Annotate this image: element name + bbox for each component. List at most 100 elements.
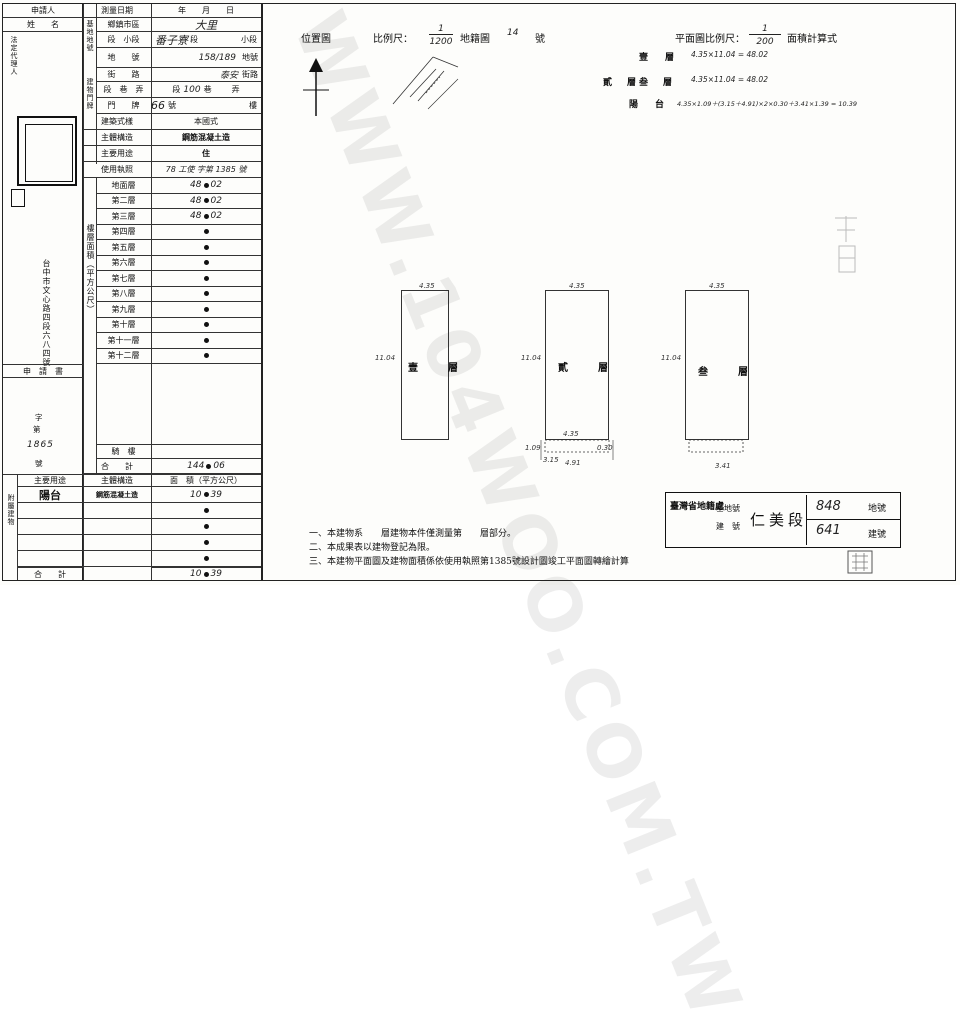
acc-area-label: 面 積（平方公尺） — [151, 474, 261, 487]
section-unit-b: 小段 — [241, 35, 257, 44]
area-group-label: 樓層面積（平方公尺） — [86, 224, 95, 314]
decimal-dot — [203, 540, 209, 545]
usage-label: 主要用途 — [83, 146, 151, 162]
small-seal — [11, 189, 25, 207]
balcony-dim: 4.91 — [565, 459, 581, 467]
title-block: 臺灣省地籍處 基地號 建 號 仁美段 848 地號 641 建號 — [665, 492, 901, 548]
floor-plan-3: 叁 層 — [685, 290, 749, 440]
calc2-value: 4.35×11.04 = 48.02 — [691, 75, 768, 84]
floor-area — [151, 287, 261, 302]
township-value: 大里 — [151, 18, 261, 32]
acc-usage — [17, 535, 83, 551]
decimal-dot — [203, 322, 209, 328]
floor-area — [151, 225, 261, 240]
note-1: 一、本建物系 層建物本件僅測量第 層部分。 — [309, 529, 517, 539]
total-dec: 06 — [213, 461, 225, 471]
floor-area-dec: 02 — [210, 211, 222, 222]
structure-label: 主體構造 — [83, 130, 151, 146]
floor-name: 第七層 — [96, 271, 151, 287]
floor-plan-2: 貳 層 — [545, 290, 609, 440]
balcony-dim: 0.30 — [597, 444, 613, 452]
acc-structure — [83, 535, 151, 551]
permit-value: 78 工使 字第 1385 號 — [151, 162, 261, 178]
floor-area-int: 48 — [190, 180, 202, 191]
usage-value: 住 — [151, 146, 261, 162]
floor-area — [151, 302, 261, 318]
door-unit-a: 號 — [168, 101, 176, 110]
cadastral-label: 地籍圖 — [460, 34, 490, 45]
decimal-dot — [203, 571, 209, 577]
floor-area: 48 02 — [151, 194, 261, 209]
survey-date-value: 年 月 日 — [151, 4, 261, 18]
registration-form: 申請人 姓 名 法定代理人 台中市文心路四段六八四號 申 請 書 字 第 186… — [2, 3, 262, 581]
street-label: 街 路 — [96, 68, 151, 82]
decimal-dot — [203, 291, 209, 297]
street-value: 泰安 — [219, 71, 238, 81]
decimal-dot — [203, 556, 209, 561]
decimal-dot — [203, 260, 209, 266]
balcony-dim: 4.35 — [563, 430, 579, 438]
arcade-value — [151, 444, 261, 459]
floor-name: 第十層 — [96, 318, 151, 333]
note-2: 二、本成果表以建物登記為限。 — [309, 543, 436, 553]
balcony-outline-3 — [688, 439, 744, 453]
acc-usage: 陽台 — [17, 487, 83, 503]
decimal-dot — [203, 508, 209, 513]
plan-scale-den: 200 — [756, 37, 774, 47]
decimal-dot — [203, 275, 209, 281]
lane-row: 段 100 巷 弄 — [151, 82, 261, 98]
applicant-address: 台中市文心路四段六八四號 — [42, 259, 51, 367]
acc-usage — [17, 519, 83, 535]
floor-area — [151, 333, 261, 349]
floor-area-int: 48 — [190, 195, 202, 206]
floor-area-dec: 02 — [210, 195, 222, 206]
decimal-dot — [203, 213, 209, 219]
plan-scale-num: 1 — [749, 24, 781, 35]
balcony-outline-2 — [540, 439, 614, 460]
plan-dim-top: 4.35 — [709, 282, 725, 290]
plan-label: 貳 層 — [558, 363, 618, 374]
floor-name: 第五層 — [96, 240, 151, 256]
floor-area — [151, 349, 261, 364]
plan-drawing: 位置圖 比例尺： 1 1200 地籍圖 14 號 平面圖比例尺： 1 200 面… — [262, 3, 956, 581]
decimal-dot — [203, 524, 209, 529]
balcony-dim: 3.41 — [715, 462, 731, 470]
floor-area-int: 48 — [190, 211, 202, 222]
location-label: 位置圖 — [301, 34, 331, 45]
lot-unit: 地號 — [242, 53, 258, 62]
acc-usage — [17, 503, 83, 519]
application-number: 1865 — [27, 440, 54, 450]
lane-unit-b: 巷 — [203, 85, 212, 94]
lane-label: 段 巷 弄 — [96, 82, 151, 98]
lot-value: 158/189 — [198, 52, 236, 63]
name-label: 姓 名 — [3, 18, 83, 32]
balcony-dim: 3.15 — [543, 456, 559, 464]
style-label: 建築式樣 — [83, 114, 151, 130]
scale-num: 1 — [429, 24, 453, 35]
decimal-dot — [203, 353, 209, 359]
lot-label: 地 號 — [96, 48, 151, 68]
plan-dim-side: 11.04 — [661, 354, 682, 362]
total-label: 合 計 — [83, 459, 151, 474]
plan-dim-side: 11.04 — [521, 354, 542, 362]
floor-area — [151, 318, 261, 333]
lane-value: 100 — [183, 84, 201, 95]
title-bldg-unit: 建號 — [868, 530, 887, 540]
applicant-column: 申請人 姓 名 法定代理人 台中市文心路四段六八四號 申 請 書 字 第 186… — [3, 4, 83, 580]
floor-area — [151, 256, 261, 271]
char-label: 字 — [35, 413, 44, 422]
title-bldg-label: 建 號 — [716, 522, 740, 531]
style-value: 本國式 — [151, 114, 261, 130]
door-row: 66 號 樓 — [151, 98, 261, 114]
street-unit: 街路 — [242, 70, 258, 79]
street-row: 泰安 街路 — [151, 68, 261, 82]
section-unit-a: 段 — [190, 35, 198, 44]
permit-label: 使用執照 — [83, 162, 151, 178]
floor-name: 第九層 — [96, 302, 151, 318]
section-value: 番子寮 — [155, 33, 188, 47]
hao-label: 號 — [35, 459, 44, 468]
number-label: 第 — [33, 425, 42, 434]
